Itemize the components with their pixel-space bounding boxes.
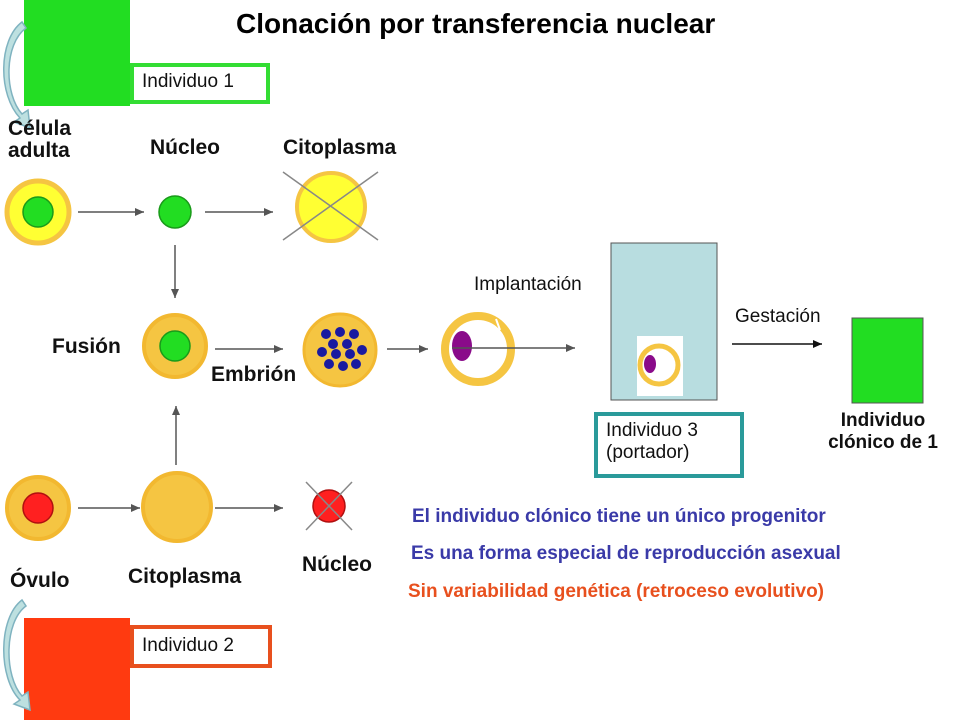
individuo3-line2: (portador) [606,442,690,463]
implantacion-label: Implantación [474,274,582,295]
curved-arrow-icon [3,598,31,712]
implanted-embryo-mass [644,355,656,373]
embrion-label: Embrión [211,363,297,386]
individuo3-line1: Individuo 3 [606,420,698,441]
cross-line [305,481,353,531]
celula-adulta-line2: adulta [8,139,70,162]
individuo2-label: Individuo 2 [130,625,272,668]
clone-label: Individuo clónico de 1 [808,410,958,454]
citoplasma-top-label: Citoplasma [283,136,397,159]
citoplasma-bottom-label: Citoplasma [128,565,242,588]
clone-label-line2: clónico de 1 [828,432,938,453]
fusion-cell-nucleus [159,330,191,362]
individuo3-label: Individuo 3 (portador) [594,412,744,478]
adult-cell-nucleus [22,196,54,228]
curved-arrow-icon [3,20,31,130]
nucleus-top [158,195,192,229]
embryo-cells [317,327,367,371]
individuo2-square [24,618,130,720]
celula-adulta-line1: Célula [8,117,72,140]
zona-crack [495,318,501,331]
inner-cell-mass [452,331,472,361]
cross-line [282,171,379,241]
ovule-nucleus [22,492,54,524]
gestacion-label: Gestación [735,306,821,327]
statement-reproduccion-asexual: Es una forma especial de reproducción as… [411,543,841,564]
clone-label-line1: Individuo [840,410,926,431]
page-title: Clonación por transferencia nuclear [236,8,716,39]
nucleo-bottom-label: Núcleo [302,553,373,576]
citoplasma-bottom-circle [141,471,213,543]
individuo1-square [24,0,130,106]
individuo1-label: Individuo 1 [130,63,270,104]
fusion-label: Fusión [52,335,121,358]
statement-unico-progenitor: El individuo clónico tiene un único prog… [412,506,826,527]
celula-adulta-label: Célula adulta [8,118,71,162]
nucleo-top-label: Núcleo [150,136,221,159]
clone-square [851,317,924,404]
ovulo-label: Óvulo [10,569,70,592]
statement-sin-variabilidad: Sin variabilidad genética (retroceso evo… [408,581,825,602]
